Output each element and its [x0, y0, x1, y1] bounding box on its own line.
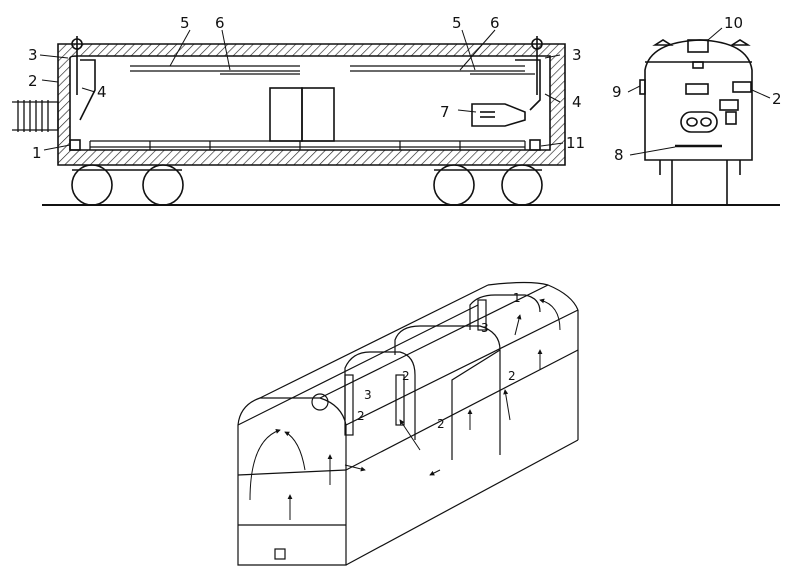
arch-mid: [394, 325, 501, 455]
center-doors: [269, 87, 335, 142]
corner-box-right: [529, 139, 541, 151]
airflow-arrows: [249, 298, 561, 520]
label-2: 2: [28, 72, 38, 90]
right-bunker: [515, 59, 541, 111]
label-10: 10: [724, 14, 743, 32]
label-7: 7: [440, 103, 450, 121]
label-6-left: 6: [215, 14, 225, 32]
iso-label-2-left: 2: [357, 409, 365, 423]
label-6-right: 6: [490, 14, 500, 32]
iso-label-2-mid: 2: [402, 369, 410, 383]
label-9: 9: [612, 83, 622, 101]
iso-label-3-back: 3: [481, 321, 489, 335]
iso-label-2-center: 2: [437, 417, 445, 431]
label-5-left: 5: [180, 14, 190, 32]
unit-7: [471, 103, 526, 127]
arch-mid-inner: [451, 349, 501, 460]
isometric-view: [237, 281, 579, 566]
label-4-right: 4: [572, 93, 582, 111]
roof-hatches: [71, 36, 543, 95]
label-4-left: 4: [97, 83, 107, 101]
side-view-labels: 1 2 3 3 4 4 5 5 6 6 7 11: [28, 14, 585, 162]
label-3-right: 3: [572, 46, 582, 64]
end-view: [639, 39, 753, 205]
corner-box-left: [69, 139, 81, 151]
label-1: 1: [32, 144, 42, 162]
floor-grating: [89, 140, 526, 150]
label-11: 11: [566, 134, 585, 152]
ceiling-coil-right: [350, 65, 535, 75]
end-view-labels: 10 9 2 8: [612, 14, 782, 164]
wheels: [71, 164, 543, 206]
ceiling-coil-left: [130, 65, 300, 75]
left-bunker: [79, 59, 96, 121]
iso-label-1: 1: [513, 291, 521, 305]
label-5-right: 5: [452, 14, 462, 32]
label-3-left: 3: [28, 46, 38, 64]
arch-front: [344, 351, 416, 440]
side-view: [12, 36, 780, 206]
iso-label-3-front: 3: [364, 388, 372, 402]
iso-label-2-right: 2: [508, 369, 516, 383]
label-8: 8: [614, 146, 624, 164]
arch-back: [469, 294, 541, 330]
label-2-end: 2: [772, 90, 782, 108]
isometric-labels: 1 3 2 3 2 2 2 2: [357, 291, 521, 431]
gangway-bellows: [12, 100, 59, 132]
